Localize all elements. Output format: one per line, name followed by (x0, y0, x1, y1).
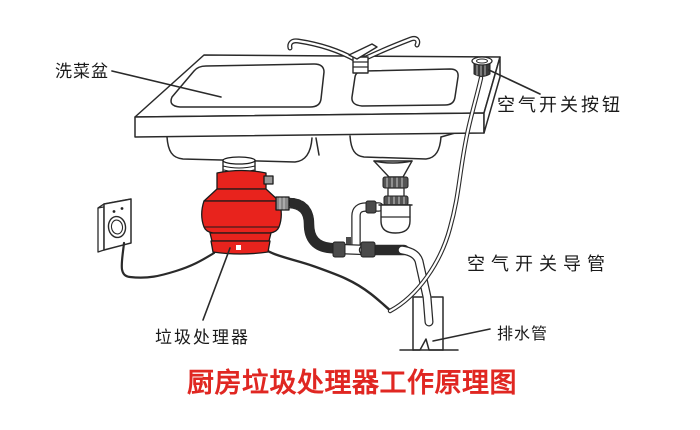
leader-drain (432, 328, 491, 342)
pipe-coupling (332, 241, 346, 258)
right-basin (351, 68, 459, 107)
leader-sink (111, 70, 222, 98)
air-switch-conduit (387, 75, 484, 314)
garbage-disposer-unit (201, 156, 290, 255)
leader-lines (111, 69, 541, 342)
drain-trap (373, 160, 413, 234)
air-switch-tube (264, 248, 393, 313)
label-air-switch-button: 空气开关按钮 (497, 95, 623, 116)
label-sink-basin: 洗菜盆 (55, 62, 109, 82)
trap-branch-pipe (346, 200, 384, 249)
faucet (287, 36, 421, 74)
power-outlet (97, 198, 132, 253)
left-basin (170, 63, 325, 108)
leader-button (488, 69, 541, 95)
label-air-switch-conduit: 空气开关导管 (467, 254, 611, 275)
discharge-hose (283, 197, 434, 327)
label-garbage-disposer: 垃圾处理器 (155, 328, 250, 348)
disposer-outlet (275, 196, 290, 211)
drain-standpipe (399, 296, 459, 351)
air-switch-button (471, 56, 493, 77)
under-counter-basins (166, 132, 456, 163)
leader-disposer (202, 247, 231, 321)
label-drain-pipe: 排水管 (497, 324, 549, 343)
power-cord (120, 241, 216, 279)
diagram-title: 厨房垃圾处理器工作原理图 (187, 368, 517, 399)
pipe-coupling (360, 241, 376, 258)
